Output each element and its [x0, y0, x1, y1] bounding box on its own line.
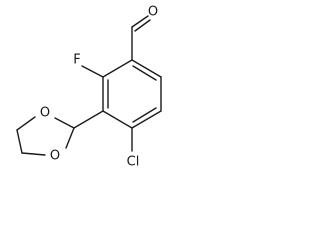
bond-c4-c5-inner [132, 107, 157, 123]
bond-o-top-ch2 [16, 116, 36, 131]
atom-label-dioxolane-oxygen-top: O [40, 106, 50, 121]
chemical-structure-diagram: O F O O Cl [16, 5, 162, 170]
bond-acetal-o-top [54, 117, 75, 129]
bond-cho-o [131, 15, 149, 28]
bond-c3-c4 [102, 110, 133, 129]
bond-ch2-o-bottom [21, 152, 46, 156]
bond-cho-o-double [134, 19, 151, 32]
atom-label-fluorine: F [73, 53, 80, 68]
bond-c4-c5 [131, 110, 162, 129]
bond-c1-c2 [102, 59, 133, 78]
bond-c2-f [81, 65, 104, 78]
bond-c6-c1-inner [132, 65, 157, 81]
atom-label-chlorine: Cl [127, 155, 140, 170]
benzene-ring [102, 59, 162, 129]
aldehyde-group [131, 15, 151, 61]
dioxolane-ring [16, 110, 104, 156]
bond-c6-c1 [131, 59, 162, 78]
bond-acetal-o-bottom [65, 127, 75, 149]
atom-label-aldehyde-oxygen: O [148, 5, 158, 20]
bond-c3-acetal [73, 110, 104, 129]
atom-label-dioxolane-oxygen-bottom: O [50, 149, 60, 164]
bond-ch2-ch2 [16, 129, 23, 154]
